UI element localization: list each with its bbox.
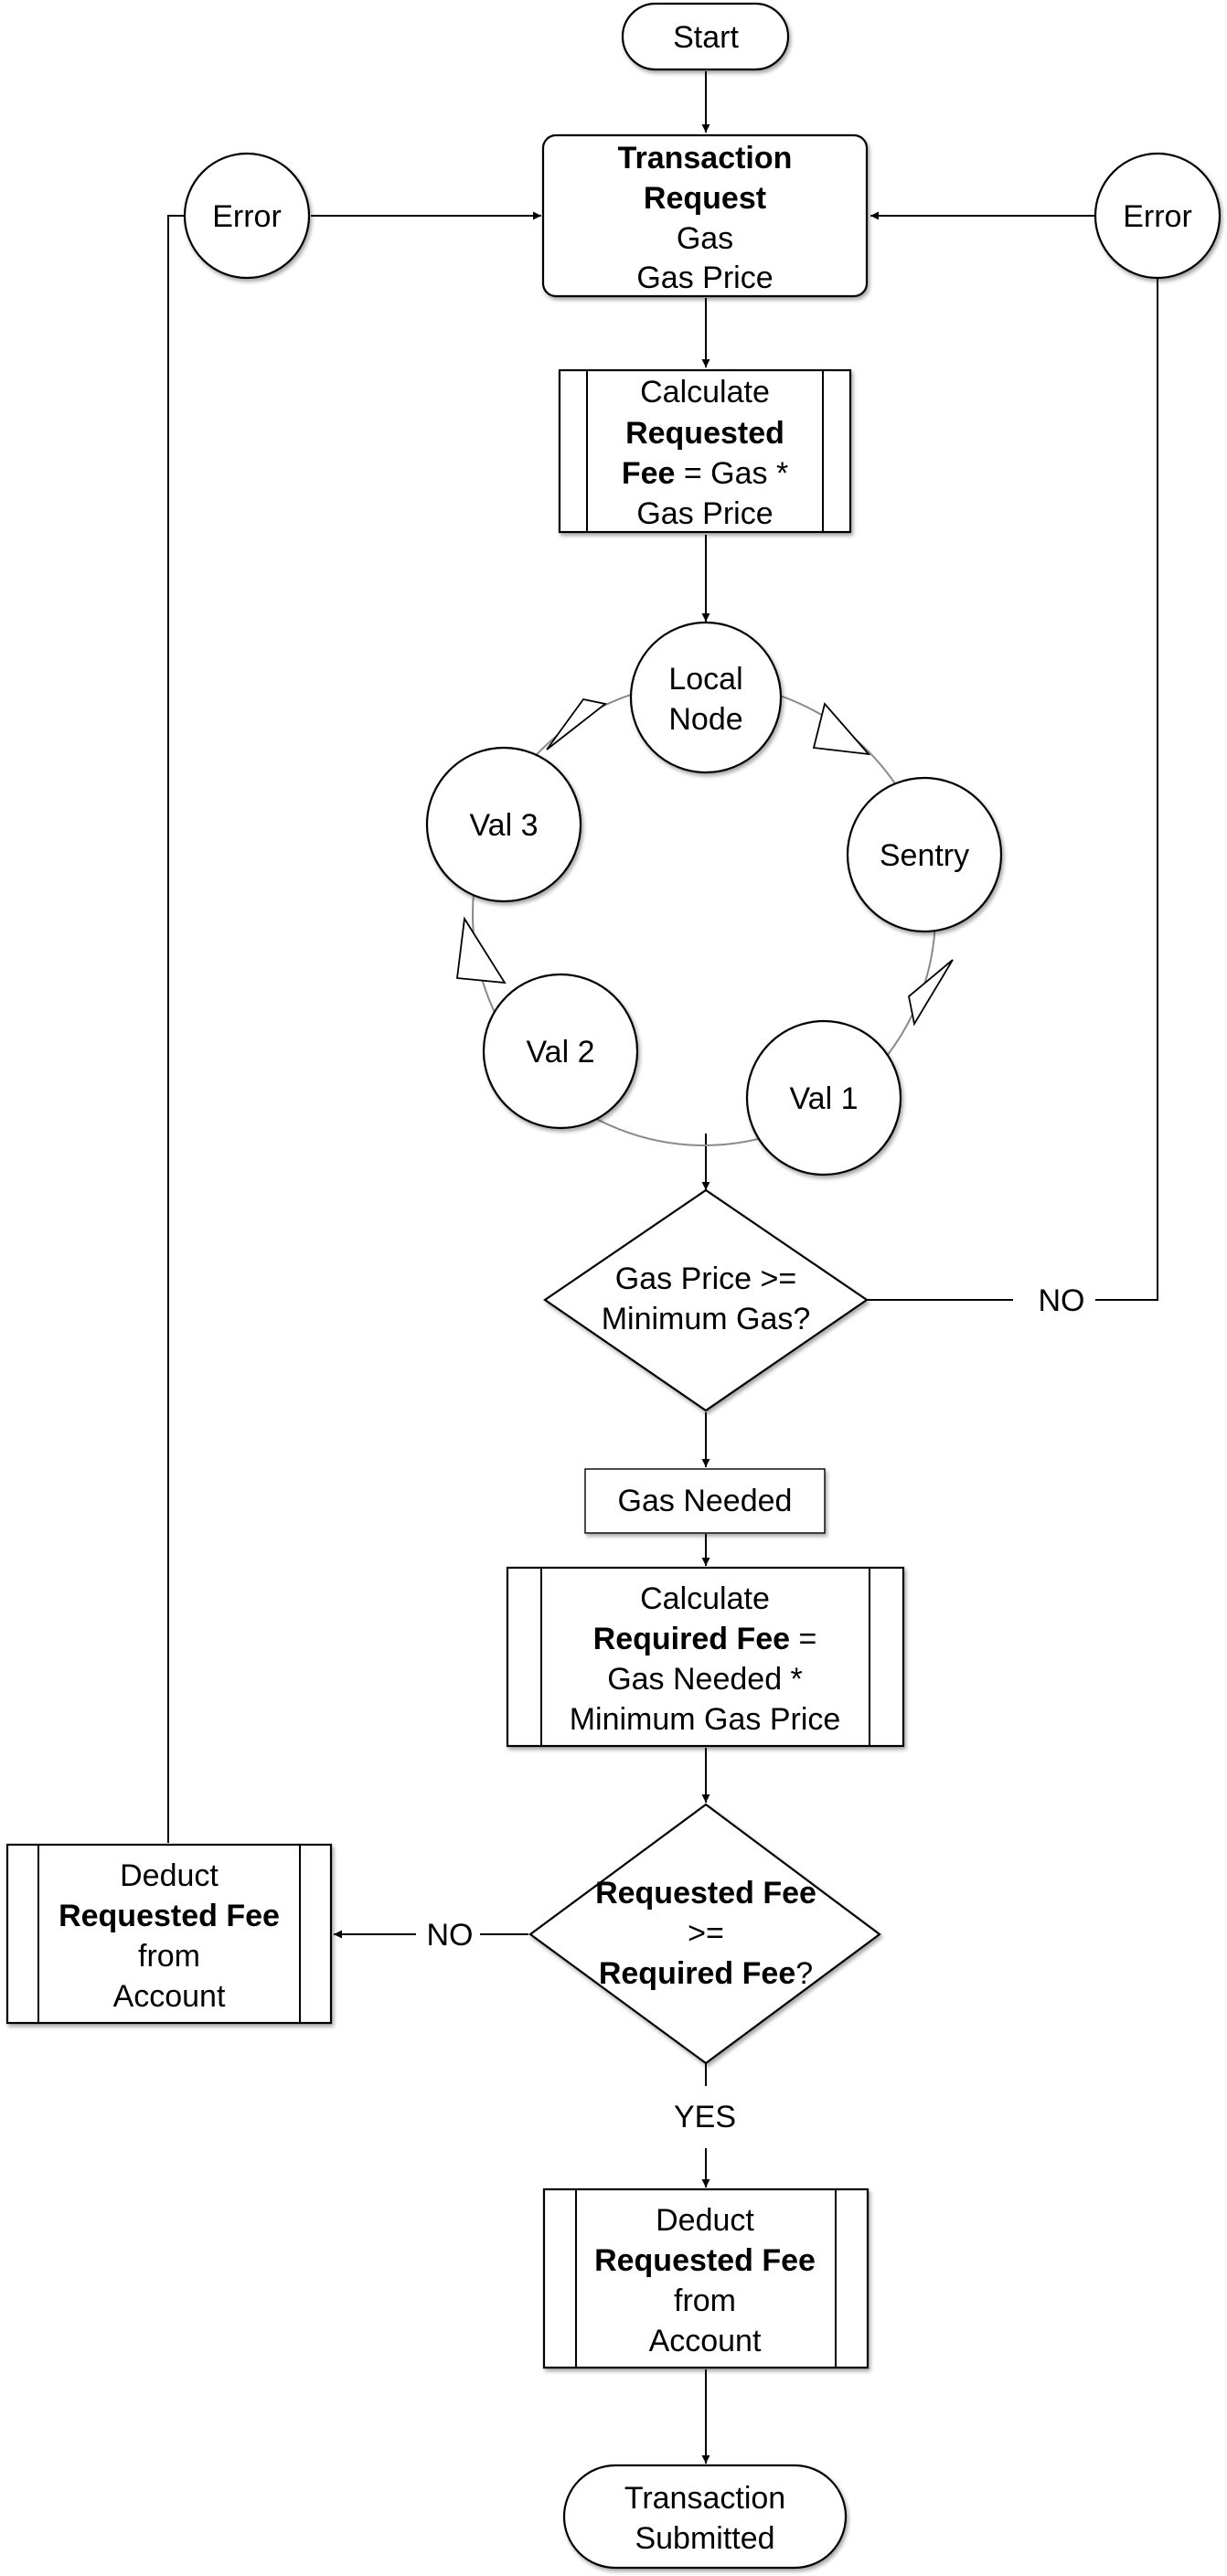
validator-ring	[455, 682, 954, 1146]
deduct-bottom-line4: Account	[649, 2324, 762, 2358]
val3-node: Val 3	[425, 746, 582, 903]
deduct-bottom-line3: from	[674, 2283, 736, 2318]
gas-check-line1: Gas Price >=	[615, 1261, 796, 1296]
ring-arrow-3	[455, 916, 507, 985]
local-node: Local Node	[629, 621, 783, 774]
edge-label-gas-no: NO	[1039, 1283, 1085, 1318]
val3-label: Val 3	[470, 808, 539, 843]
start-terminal: Start	[621, 2, 790, 71]
calc-required-line2: Required Fee =	[593, 1622, 817, 1656]
deduct-fee-bottom-process: Deduct Requested Fee from Account	[542, 2187, 870, 2369]
start-label: Start	[673, 20, 739, 55]
calc-requested-line4: Gas Price	[636, 496, 773, 531]
transaction-request-box: Transaction Request Gas Gas Price	[541, 133, 869, 298]
tx-request-line2: Request	[644, 181, 766, 216]
tx-request-line1: Transaction	[618, 141, 793, 176]
fee-check-line3: Required Fee?	[599, 1956, 813, 1991]
submitted-terminal: Transaction Submitted	[562, 2464, 848, 2570]
error-node-right: Error	[1094, 152, 1222, 280]
fee-check-line2: >=	[688, 1916, 724, 1951]
tx-request-line4: Gas Price	[636, 261, 773, 295]
gas-price-decision: Gas Price >= Minimum Gas?	[543, 1188, 869, 1412]
sentry-label: Sentry	[880, 838, 969, 873]
edge-gascheck-no-right-b	[1095, 279, 1158, 1301]
calc-requested-fee-process: Calculate Requested Fee = Gas * Gas Pric…	[558, 368, 852, 534]
deduct-bottom-line2: Requested Fee	[594, 2243, 816, 2278]
calc-requested-line1: Calculate	[640, 375, 770, 410]
val2-label: Val 2	[527, 1035, 595, 1070]
deduct-bottom-line1: Deduct	[656, 2203, 754, 2238]
val1-node: Val 1	[745, 1019, 902, 1176]
calc-required-fee-process: Calculate Required Fee = Gas Needed * Mi…	[506, 1566, 905, 1748]
tx-request-line3: Gas	[677, 221, 733, 256]
edge-label-fee-no: NO	[427, 1918, 474, 1953]
deduct-left-line3: from	[138, 1939, 200, 1974]
gas-needed-label: Gas Needed	[618, 1484, 793, 1518]
calc-required-line1: Calculate	[640, 1581, 770, 1616]
fee-check-line1: Requested Fee	[595, 1876, 816, 1911]
calc-required-line3: Gas Needed *	[607, 1662, 803, 1697]
connectors	[167, 71, 1158, 2464]
edge-label-fee-yes: YES	[674, 2100, 736, 2134]
error-right-label: Error	[1123, 199, 1192, 234]
calc-required-line4: Minimum Gas Price	[570, 1702, 841, 1737]
deduct-left-line4: Account	[113, 1979, 226, 2014]
deduct-left-line1: Deduct	[120, 1858, 219, 1893]
val2-node: Val 2	[482, 973, 639, 1130]
ring-arrow-4	[546, 698, 608, 750]
error-node-left: Error	[183, 152, 311, 280]
calc-requested-line2: Requested	[625, 416, 784, 451]
fee-decision: Requested Fee >= Required Fee?	[528, 1803, 881, 2065]
ring-arrow-2	[908, 959, 954, 1027]
local-node-line1: Local	[668, 662, 742, 697]
deduct-fee-left-process: Deduct Requested Fee from Account	[5, 1843, 333, 2025]
gas-needed-box: Gas Needed	[584, 1468, 826, 1534]
submitted-line1: Transaction	[624, 2481, 785, 2516]
gas-check-line2: Minimum Gas?	[602, 1302, 811, 1336]
local-node-line2: Node	[668, 702, 742, 737]
ring-arrow-1	[812, 702, 871, 756]
sentry-node: Sentry	[846, 776, 1003, 933]
error-left-label: Error	[212, 199, 282, 234]
val1-label: Val 1	[790, 1081, 859, 1116]
calc-requested-line3: Fee = Gas *	[622, 456, 788, 491]
edge-deduct-left-to-error	[167, 215, 187, 1843]
submitted-line2: Submitted	[635, 2521, 774, 2556]
deduct-left-line2: Requested Fee	[59, 1899, 280, 1933]
